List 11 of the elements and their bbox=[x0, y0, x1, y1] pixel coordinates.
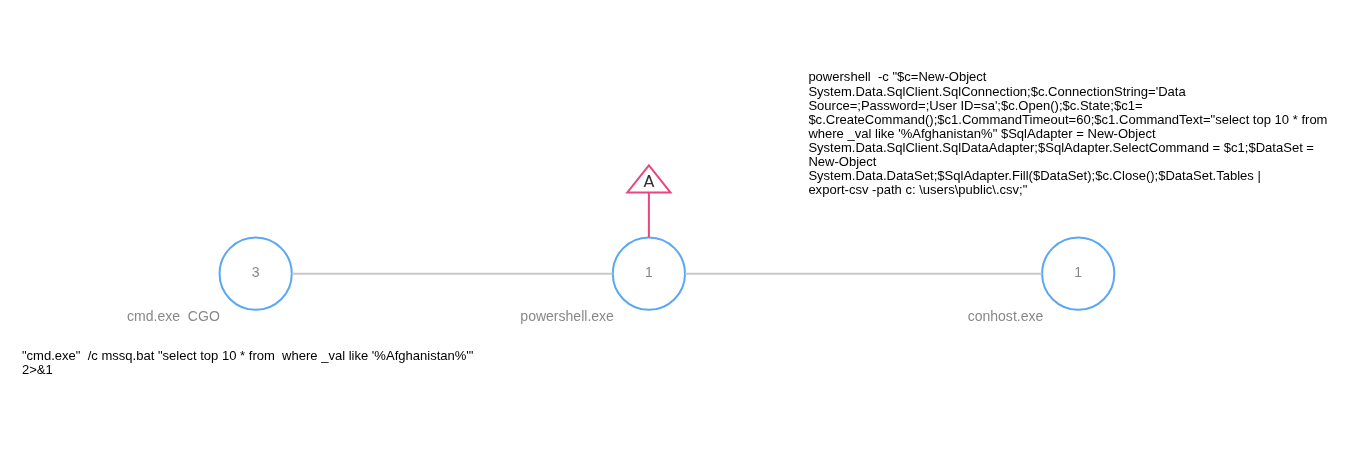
node-label: cmd.exe CGO bbox=[127, 308, 220, 324]
node-label: conhost.exe bbox=[967, 308, 1044, 324]
node-label: powershell.exe bbox=[520, 308, 614, 324]
connector bbox=[647, 192, 650, 238]
node-circle: 1 bbox=[611, 236, 686, 311]
label: "cmd.exe" /c mssq.bat "select top 10 * from where _val like '%Afghanistan%'" 2>&1 bbox=[21, 348, 474, 378]
connector bbox=[292, 272, 613, 275]
connector bbox=[685, 272, 1042, 275]
node-circle: 1 bbox=[1041, 236, 1116, 311]
label: powershell -c "$c=New-Object System.Data.SqlClient.SqlConnection;$c.ConnectionString='Data Source=;Password=;User ID=sa';$c.Open();$c.State;$c1= $c.CreateCommand();$c1.CommandTimeout=60;$c1.CommandText="select top 10 * from where _val like '%Afghanistan%" $SqlAdapter = New-Object System.Data.SqlClient.SqlDataAdapter;$SqlAdapter.SelectCommand = $c1;$DataSet = New-Object System.Data.DataSet;$SqlAdapter.Fill($DataSet);$c.Close();$DataSet.Tables | export-csv -path c: \users\public\.csv;" bbox=[808, 69, 1328, 197]
node-circle: 3 bbox=[218, 236, 293, 311]
